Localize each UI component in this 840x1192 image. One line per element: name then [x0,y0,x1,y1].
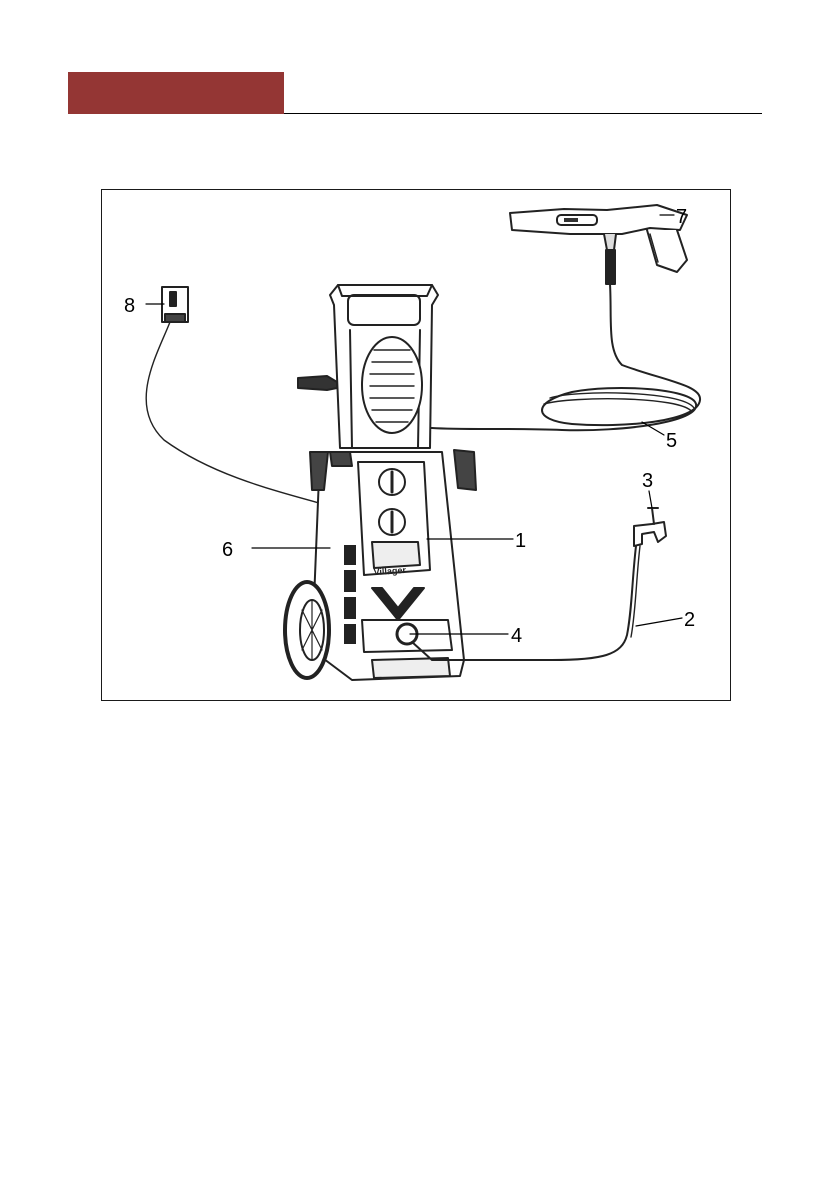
callout-1: 1 [515,530,526,552]
header-rule [284,113,762,114]
power-cord [146,322,330,506]
header-accent-tab [68,72,284,114]
callout-6: 6 [222,539,233,561]
callout-5: 5 [666,430,677,452]
washer-body-illustration [285,285,476,680]
figure-frame: 1 2 3 4 5 6 7 8 Villager [101,189,731,701]
callout-2: 2 [684,609,695,631]
spray-gun-illustration [510,205,687,284]
water-tap-illustration [634,508,666,546]
power-outlet-illustration [162,287,188,322]
callout-4: 4 [511,625,522,647]
pressure-washer-diagram: 1 2 3 4 5 6 7 8 Villager [102,190,730,700]
callout-3: 3 [642,470,653,492]
callout-8: 8 [124,295,135,317]
callout-7: 7 [676,206,687,228]
